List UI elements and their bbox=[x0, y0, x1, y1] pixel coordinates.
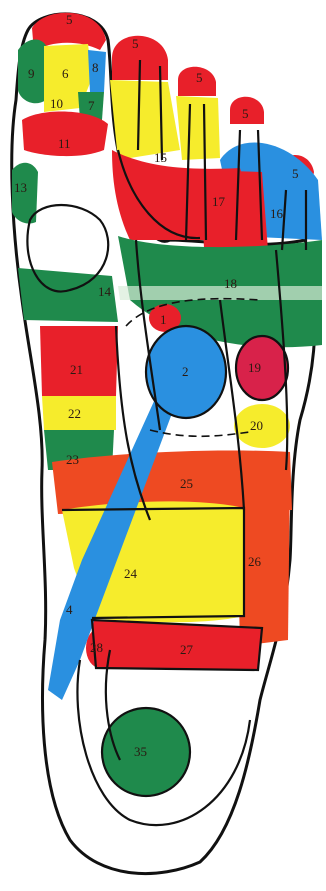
label-z5a: 5 bbox=[66, 12, 73, 27]
label-z1: 1 bbox=[160, 312, 167, 327]
label-z26: 26 bbox=[248, 554, 262, 569]
label-z22: 22 bbox=[68, 406, 81, 421]
toe3-yellow-zone bbox=[176, 96, 220, 160]
label-z7: 7 bbox=[88, 98, 95, 113]
label-z13: 13 bbox=[14, 180, 27, 195]
zone-21-red-block bbox=[40, 326, 118, 396]
label-z19: 19 bbox=[248, 360, 261, 375]
zone-18-light-band bbox=[118, 286, 322, 300]
label-z25: 25 bbox=[180, 476, 193, 491]
label-z28: 28 bbox=[90, 640, 103, 655]
label-z14: 14 bbox=[98, 284, 112, 299]
label-z18: 18 bbox=[224, 276, 237, 291]
label-z17: 17 bbox=[212, 194, 226, 209]
label-z35: 35 bbox=[134, 744, 147, 759]
label-z16: 16 bbox=[270, 206, 284, 221]
label-z21: 21 bbox=[70, 362, 83, 377]
label-z2: 2 bbox=[182, 364, 189, 379]
zone-17-red-block bbox=[200, 170, 268, 250]
label-z9: 9 bbox=[28, 66, 35, 81]
label-z27: 27 bbox=[180, 642, 194, 657]
label-z5d: 5 bbox=[242, 106, 249, 121]
label-z24: 24 bbox=[124, 566, 138, 581]
toe2-yellow-zone bbox=[110, 80, 180, 160]
label-z4: 4 bbox=[66, 602, 73, 617]
label-z6: 6 bbox=[62, 66, 69, 81]
label-z15: 15 bbox=[154, 150, 167, 165]
label-z5e: 5 bbox=[292, 166, 299, 181]
label-z5c: 5 bbox=[196, 70, 203, 85]
label-z8: 8 bbox=[92, 60, 99, 75]
label-z11: 11 bbox=[58, 136, 71, 151]
label-z23: 23 bbox=[66, 452, 79, 467]
label-z5b: 5 bbox=[132, 36, 139, 51]
label-z10: 10 bbox=[50, 96, 63, 111]
label-z20: 20 bbox=[250, 418, 263, 433]
